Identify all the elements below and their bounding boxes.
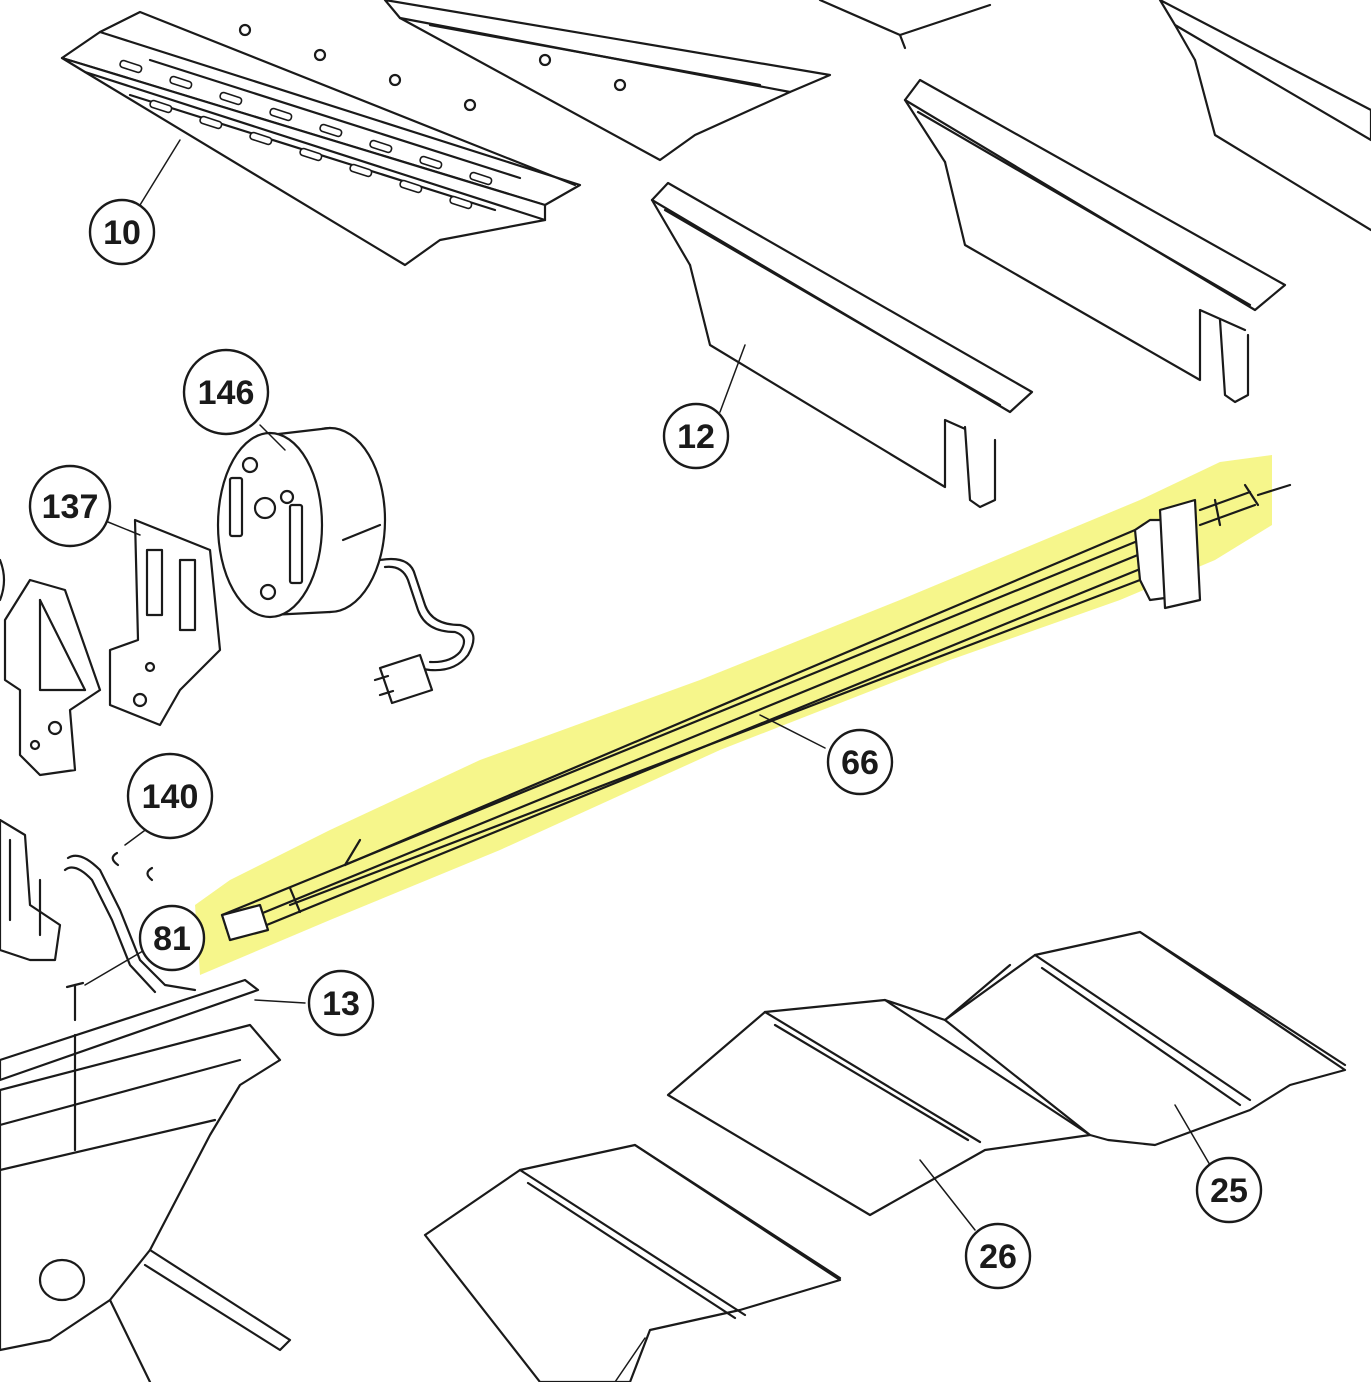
left-hardware-cluster	[0, 818, 197, 1022]
callout-label: 81	[153, 920, 191, 958]
warming-plate-lower	[423, 1143, 842, 1384]
callout-81[interactable]: 81	[138, 904, 206, 972]
callout-label: 66	[841, 744, 879, 782]
callout-circle	[662, 402, 730, 470]
heat-plate-slots	[119, 59, 493, 210]
callout-circle	[28, 464, 112, 548]
callout-26[interactable]: 26	[964, 1222, 1032, 1290]
callout-circle	[126, 752, 214, 840]
callout-circle	[88, 198, 156, 266]
callout-circle	[138, 904, 206, 972]
heat-plate-rivets	[238, 23, 627, 112]
callout-label: 13	[322, 985, 360, 1023]
callout-label: 146	[198, 374, 255, 412]
callout-label: 137	[42, 488, 99, 526]
callout-137[interactable]: 137	[28, 464, 112, 548]
callout-146[interactable]: 146	[182, 348, 270, 436]
callout-10[interactable]: 10	[88, 198, 156, 266]
flavorizer-bar-12b	[903, 78, 1287, 404]
callout-circle	[182, 348, 270, 436]
callout-circle	[1195, 1156, 1263, 1224]
callout-13[interactable]: 13	[307, 969, 375, 1037]
flavorizer-bar-12	[650, 181, 1034, 509]
burner-tube-66	[220, 483, 1292, 942]
callout-label: 12	[677, 418, 715, 456]
callout-circle	[964, 1222, 1032, 1290]
flavorizer-bar-12c	[1158, 0, 1371, 232]
warming-plate-25	[943, 930, 1347, 1147]
callout-140[interactable]: 140	[126, 752, 214, 840]
callout-circle	[826, 728, 894, 796]
leader-lines	[84, 139, 1211, 1383]
callout-25[interactable]: 25	[1195, 1156, 1263, 1224]
callout-12[interactable]: 12	[662, 402, 730, 470]
callout-66[interactable]: 66	[826, 728, 894, 796]
heat-plate-10	[60, 0, 992, 267]
callout-label: 26	[979, 1238, 1017, 1276]
cooking-box-13	[0, 978, 292, 1384]
rotisserie-motor-146	[216, 426, 475, 705]
burner-bracket-137	[0, 518, 222, 777]
callout-label: 140	[142, 778, 199, 816]
callout-label: 25	[1210, 1172, 1248, 1210]
callout-circle	[307, 969, 375, 1037]
callout-label: 10	[103, 214, 141, 252]
